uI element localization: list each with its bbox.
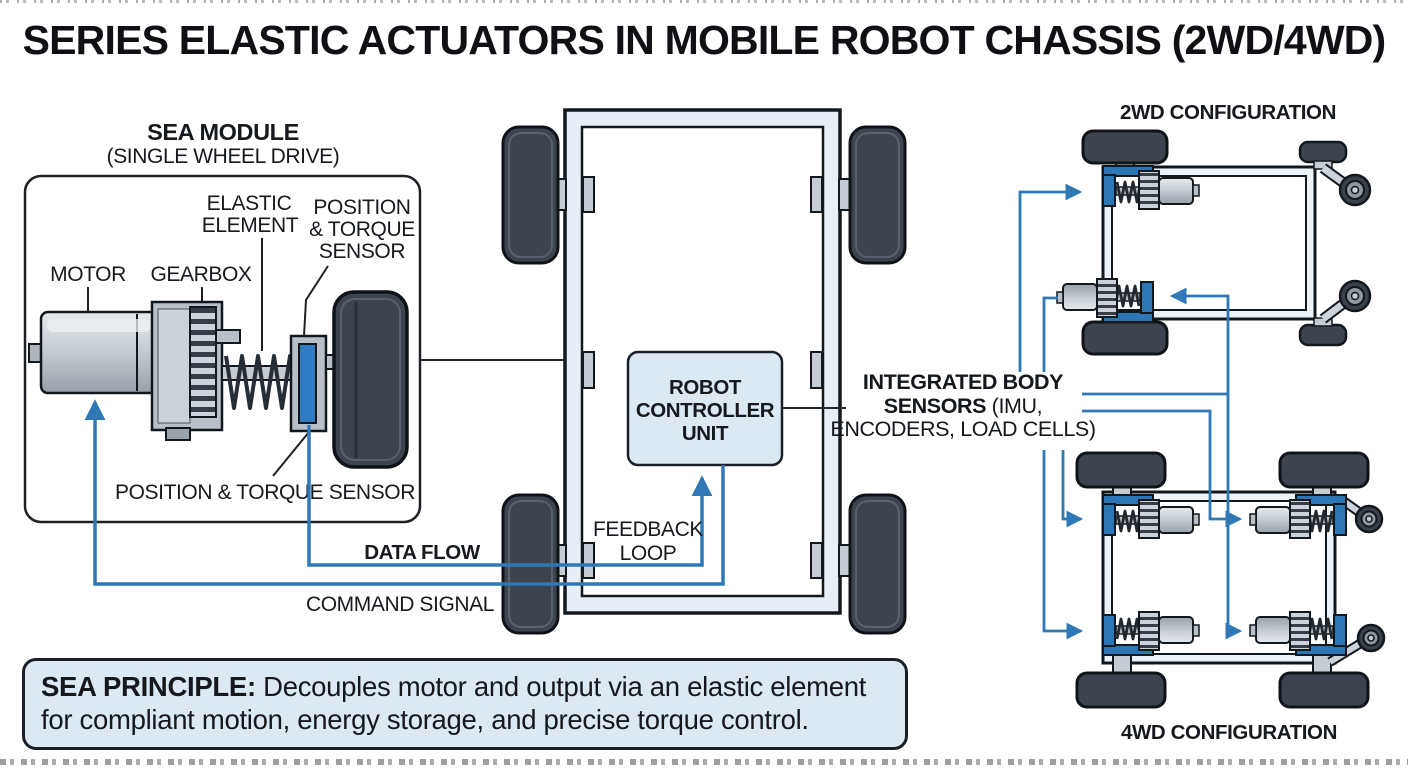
fourwd-wheel-fl xyxy=(1075,451,1167,489)
twowd-wheel-rear xyxy=(1081,320,1169,356)
feedback-label-1: FEEDBACK xyxy=(593,518,703,541)
fourwd-title: 4WD CONFIGURATION xyxy=(1121,721,1337,744)
controller-label-3: UNIT xyxy=(682,422,729,445)
sea-principle-text: Decouples motor and output via an elasti… xyxy=(41,671,867,735)
feedback-label-2: LOOP xyxy=(620,542,677,565)
position-label-1: POSITION xyxy=(313,196,410,219)
fourwd-wheel-fr xyxy=(1278,451,1370,489)
command-signal-label: COMMAND SIGNAL xyxy=(306,593,494,616)
sensor-link-4wd-fl xyxy=(1061,450,1084,528)
sensor-bottom-leader xyxy=(272,431,310,477)
fourwd-wheel-rr xyxy=(1278,671,1370,709)
fourwd-configuration: 4WD CONFIGURATION xyxy=(1075,451,1386,744)
position-torque-sensor xyxy=(298,343,317,424)
wheel-front-right xyxy=(848,125,907,265)
sensor-link-4wd-rr xyxy=(1225,394,1243,640)
sensor-link-4wd-fr xyxy=(1082,409,1243,528)
fourwd-caster-disc-rear xyxy=(1356,623,1386,653)
elastic-label-2: ELEMENT xyxy=(202,214,299,237)
twowd-caster-rear xyxy=(1298,279,1372,347)
position-label-3: SENSOR xyxy=(319,240,406,263)
twowd-title: 2WD CONFIGURATION xyxy=(1120,101,1336,124)
data-flow-label: DATA FLOW xyxy=(364,541,481,564)
sea-principle-box: SEA PRINCIPLE: Decouples motor and outpu… xyxy=(22,658,908,750)
page-title: SERIES ELASTIC ACTUATORS IN MOBILE ROBOT… xyxy=(22,17,1387,63)
body-sensors-line2-regular: (IMU, xyxy=(986,393,1043,418)
sea-module-detail: SEA MODULE (SINGLE WHEEL DRIVE) ELASTI xyxy=(23,119,422,524)
sea-module-subheading: (SINGLE WHEEL DRIVE) xyxy=(107,145,340,168)
sensor-link-2wd-rear xyxy=(1082,287,1230,396)
main-chassis: ROBOT CONTROLLER UNIT xyxy=(501,108,907,635)
fourwd-caster-disc-front xyxy=(1354,504,1384,534)
twowd-caster-front xyxy=(1298,140,1372,207)
gearbox-label: GEARBOX xyxy=(150,263,251,286)
gearbox-teeth xyxy=(189,306,217,418)
body-sensors-line2-bold: SENSORS xyxy=(883,393,987,418)
body-sensors-line1: INTEGRATED BODY xyxy=(862,370,1064,394)
position-label-2: & TORQUE xyxy=(309,218,415,241)
controller-label-1: ROBOT xyxy=(669,376,742,399)
wheel-front-left xyxy=(501,125,560,265)
body-sensors-label: INTEGRATED BODY SENSORS (IMU, ENCODERS, … xyxy=(830,370,1096,442)
sea-module-heading: SEA MODULE xyxy=(147,119,299,145)
motor-highlight xyxy=(47,319,151,332)
controller-label-2: CONTROLLER xyxy=(636,399,775,422)
elastic-label-1: ELASTIC xyxy=(207,192,292,215)
sensor-top-leader xyxy=(303,265,329,337)
sensor-link-2wd-front xyxy=(1018,183,1083,372)
sea-wheel xyxy=(332,290,409,469)
twowd-configuration: 2WD CONFIGURATION xyxy=(1055,101,1372,356)
chassis-mounts xyxy=(554,176,851,579)
fourwd-wheel-rl xyxy=(1075,671,1167,709)
body-sensors-line3: ENCODERS, LOAD CELLS) xyxy=(830,417,1096,441)
gearbox-foot xyxy=(165,427,191,441)
gearbox-plate xyxy=(157,308,191,424)
twowd-wheel-front xyxy=(1081,129,1169,165)
elastic-element-spring xyxy=(224,354,298,410)
sea-wheel-highlight xyxy=(340,298,401,461)
command-signal-line xyxy=(84,399,725,586)
signal-lines xyxy=(84,183,1243,640)
gearbox-upper-shaft xyxy=(215,329,241,344)
wheel-rear-right xyxy=(848,493,907,635)
sea-principle-label: SEA PRINCIPLE: xyxy=(41,671,256,702)
chassis-wheels xyxy=(501,125,907,635)
sensor-link-2wd-rear-motor xyxy=(1042,296,1058,372)
motor-label: MOTOR xyxy=(50,263,126,286)
data-flow-line xyxy=(307,425,713,567)
sensor-link-4wd-rl xyxy=(1042,450,1084,640)
sensor-bottom-label: POSITION & TORQUE SENSOR xyxy=(115,481,415,504)
